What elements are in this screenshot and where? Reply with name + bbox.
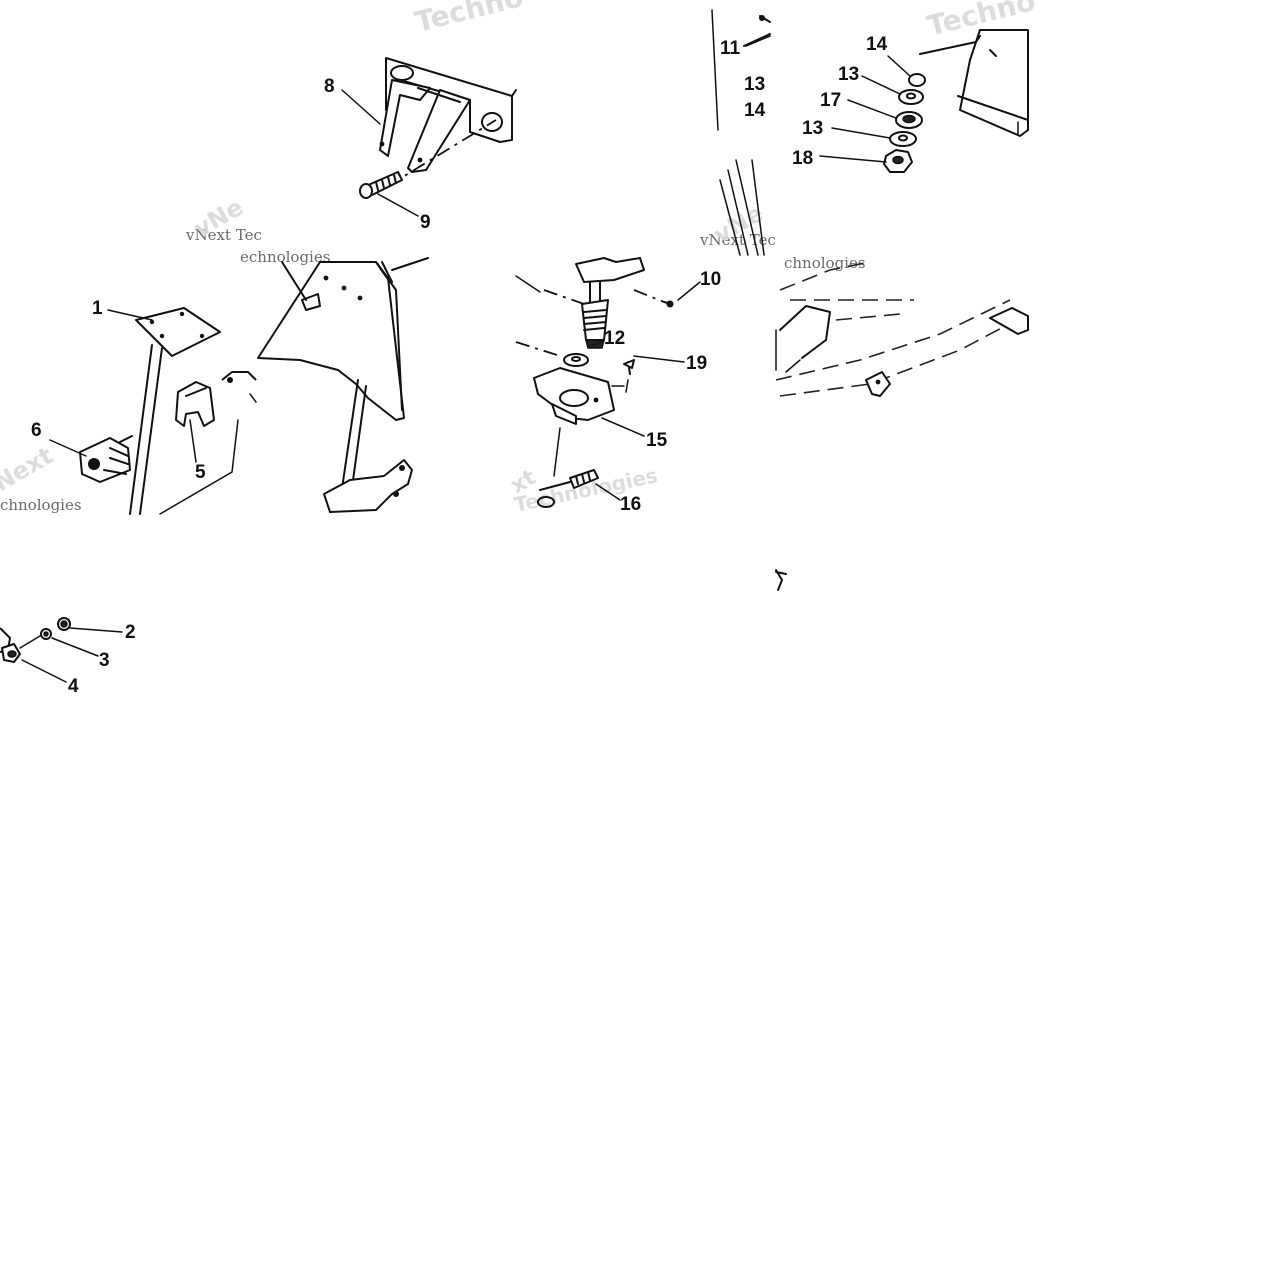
leader-lines (21, 35, 911, 683)
callout-15: 15 (646, 430, 668, 451)
callout-4: 4 (68, 676, 79, 697)
callout-10: 10 (700, 269, 721, 290)
frame-section-right (775, 261, 1029, 591)
callout-9: 9 (420, 212, 431, 233)
callout-2: 2 (125, 622, 136, 643)
watermarks: Techno Techno vNext Tec vNext Tec vNe vN… (0, 0, 1039, 517)
washer-stack-hardware (883, 73, 926, 173)
callout-13-lower: 13 (802, 118, 823, 139)
bracket-assembly-8 (379, 57, 517, 187)
watermark-techno-top: Techno (412, 0, 527, 39)
callout-labels: 1 2 3 4 5 6 8 9 10 11 12 13 13 13 14 14 … (31, 34, 888, 697)
nut-washer-hardware (0, 617, 71, 663)
callout-16: 16 (620, 494, 641, 515)
callout-1: 1 (92, 298, 103, 319)
bolt-9 (359, 171, 403, 199)
steering-post-1 (129, 307, 221, 515)
steering-column-top-lines (711, 9, 771, 256)
callout-11: 11 (720, 38, 741, 59)
callout-6: 6 (31, 420, 42, 441)
callout-13-left: 13 (744, 74, 765, 95)
watermark-vnext-left: vNext Tec (185, 226, 262, 244)
callout-17: 17 (820, 90, 841, 111)
callout-3: 3 (99, 650, 110, 671)
callout-14-left: 14 (744, 100, 766, 121)
watermark-technologies-bottom-left: chnologies (0, 496, 82, 514)
watermark-technologies-right: chnologies (784, 254, 866, 272)
block-6 (79, 435, 133, 483)
watermark-next-bottom-left: Next (0, 441, 58, 497)
steering-shaft-assembly (515, 257, 674, 508)
callout-13-upper: 13 (838, 64, 859, 85)
callout-14-top: 14 (866, 34, 888, 55)
watermark-technologies-left: echnologies (240, 248, 330, 266)
watermark-vnext-right: vNext Tec (699, 231, 776, 249)
callout-8: 8 (324, 76, 335, 97)
callout-5: 5 (195, 462, 206, 483)
callout-12: 12 (604, 328, 625, 349)
callout-18: 18 (792, 148, 813, 169)
clamp-5 (159, 371, 257, 515)
mount-plate-right (919, 29, 1029, 137)
callout-19: 19 (686, 353, 707, 374)
center-panel (257, 257, 429, 513)
